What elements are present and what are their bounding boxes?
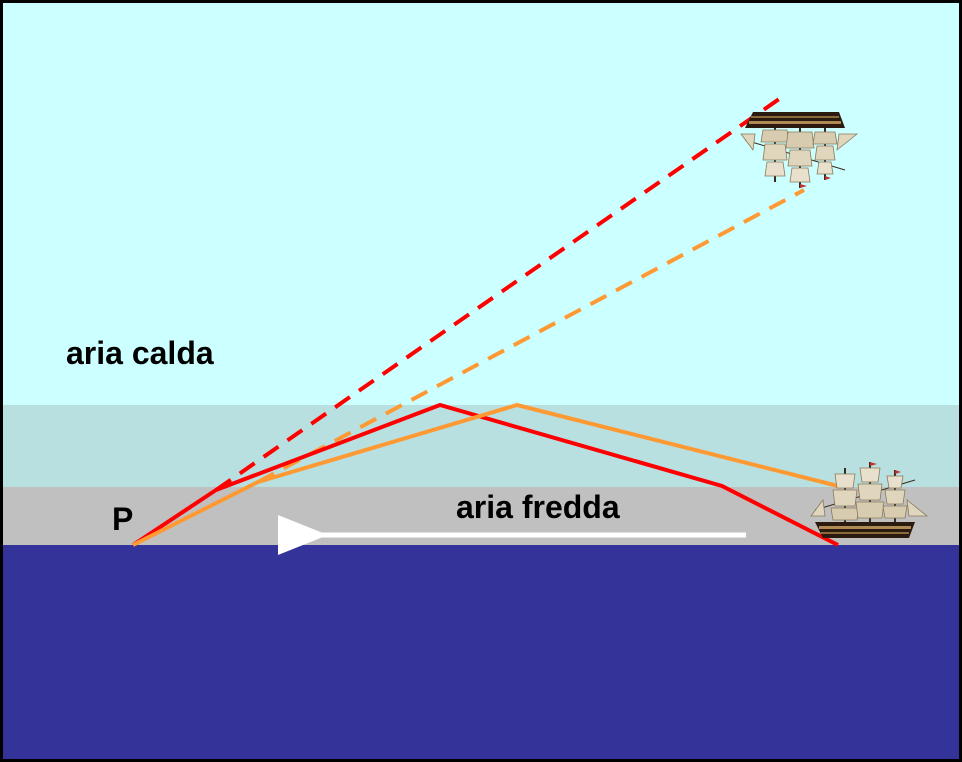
apparent-ray-orange (257, 188, 805, 484)
sea-area (0, 545, 962, 762)
observer-label: P (112, 501, 133, 537)
warm-air-label: aria calda (66, 335, 214, 371)
refracted-ray-orange (132, 402, 843, 547)
cold-air-label: aria fredda (456, 489, 620, 525)
refracted-ray-red (131, 402, 839, 547)
warm-air-layer (0, 0, 962, 405)
